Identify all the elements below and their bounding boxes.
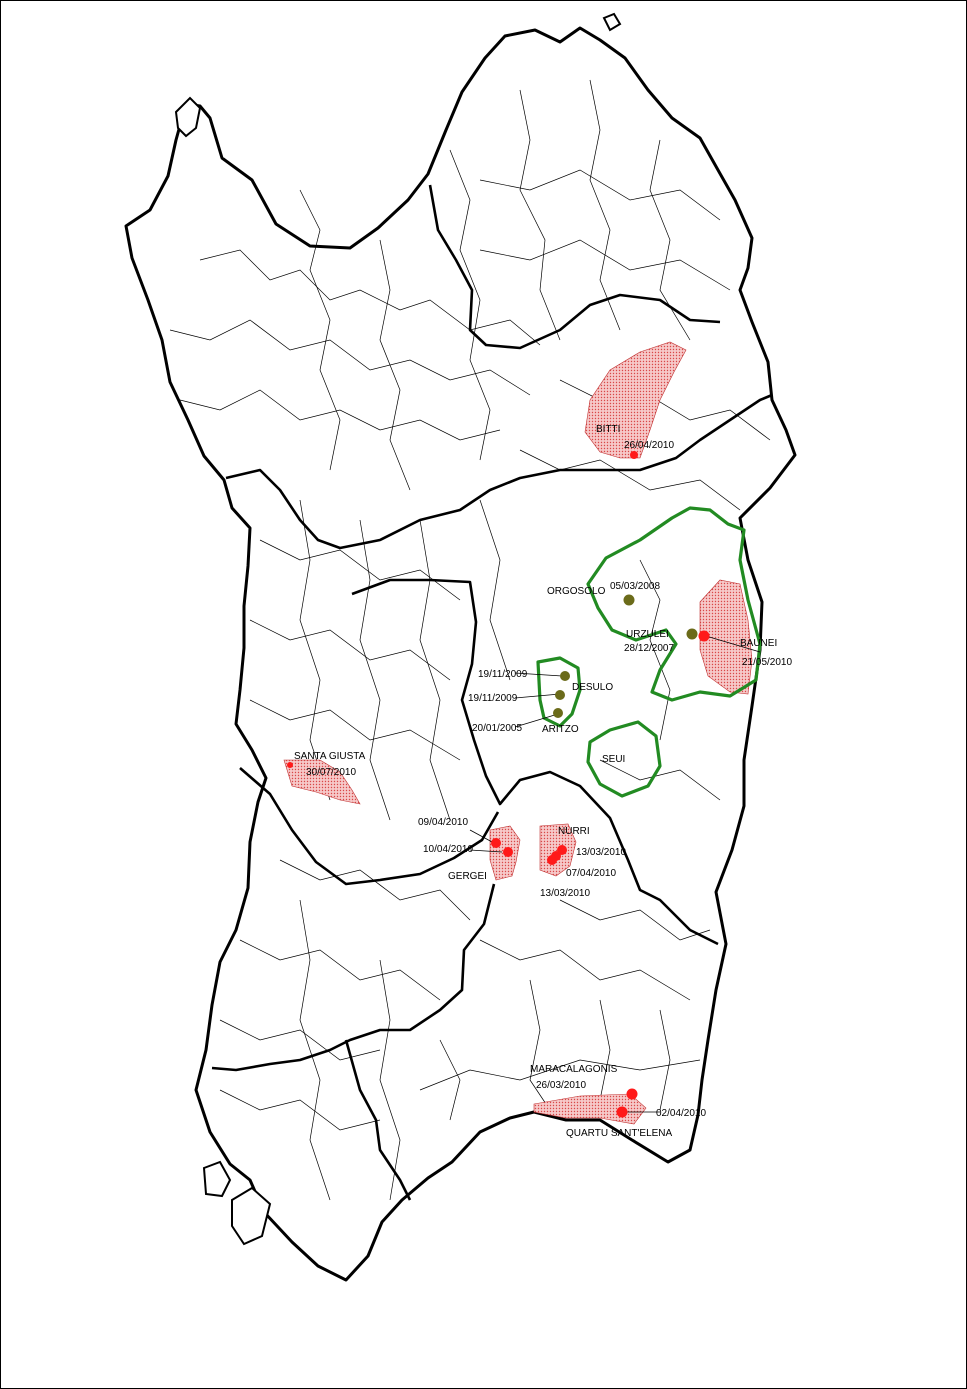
marker-desulo-1 <box>560 671 570 681</box>
label-baunei: BAUNEI <box>740 638 777 649</box>
province-boundaries <box>211 184 773 1201</box>
date-baunei: 21/05/2010 <box>742 657 792 668</box>
date-urzulei: 28/12/2007 <box>624 643 674 654</box>
date-nurri-3: 13/03/2010 <box>540 888 590 899</box>
label-bitti: BITTI <box>596 424 620 435</box>
islet-san-pietro <box>202 1160 232 1198</box>
marker-nurri-3 <box>547 855 557 865</box>
label-desulo: DESULO <box>572 682 613 693</box>
date-nurri-2: 07/04/2010 <box>566 868 616 879</box>
area-santa-giusta <box>283 759 361 805</box>
label-nurri: NURRI <box>558 826 590 837</box>
marker-gergei-1 <box>491 838 501 848</box>
date-orgosolo: 05/03/2008 <box>610 581 660 592</box>
label-maracalagonis: MARACALAGONIS <box>530 1064 618 1075</box>
date-maracalagonis: 26/03/2010 <box>536 1080 586 1091</box>
leader-lines <box>469 635 761 1113</box>
date-aritzo: 20/01/2005 <box>472 723 522 734</box>
marker-desulo-2 <box>555 690 565 700</box>
area-baunei <box>699 579 753 695</box>
label-gergei: GERGEI <box>448 871 487 882</box>
islet-sant-antioco <box>231 1186 272 1246</box>
affected-areas <box>283 341 753 1125</box>
date-bitti: 26/04/2010 <box>624 440 674 451</box>
date-labels: 26/04/2010 05/03/2008 28/12/2007 21/05/2… <box>306 440 792 1119</box>
outbreak-markers <box>287 451 710 1118</box>
label-santa-giusta: SANTA GIUSTA <box>294 751 366 762</box>
surveillance-zones <box>536 506 762 798</box>
marker-aritzo <box>553 708 563 718</box>
marker-santa-giusta <box>287 762 293 768</box>
zone-orgosolo-urzulei-baunei <box>586 506 762 702</box>
label-quartu: QUARTU SANT'ELENA <box>566 1128 673 1139</box>
zone-desulo-aritzo <box>536 656 582 728</box>
marker-quartu <box>616 1106 628 1118</box>
islet-asinara <box>174 96 202 138</box>
label-urzulei: URZULEI <box>626 629 669 640</box>
islet-north-east <box>602 12 622 32</box>
marker-bitti <box>630 451 638 459</box>
marker-maracalagonis <box>626 1088 638 1100</box>
marker-gergei-2 <box>503 847 513 857</box>
area-maracalagonis <box>533 1093 647 1125</box>
date-gergei-2: 10/04/2010 <box>423 844 473 855</box>
zone-seui <box>586 720 662 798</box>
date-desulo-1: 19/11/2009 <box>478 669 528 680</box>
date-santa-giusta: 30/07/2010 <box>306 767 356 778</box>
label-aritzo: ARITZO <box>542 724 579 735</box>
date-gergei-1: 09/04/2010 <box>418 817 468 828</box>
marker-urzulei <box>686 628 698 640</box>
date-quartu: 02/04/2010 <box>656 1108 706 1119</box>
label-orgosolo: ORGOSOLO <box>547 586 606 597</box>
area-bitti <box>584 341 687 459</box>
date-nurri-1: 13/03/2010 <box>576 847 626 858</box>
island-outline <box>124 26 797 1282</box>
marker-orgosolo <box>623 594 635 606</box>
marker-baunei <box>698 630 710 642</box>
place-labels: BITTI ORGOSOLO URZULEI BAUNEI DESULO ARI… <box>294 424 777 1139</box>
date-desulo-2: 19/11/2009 <box>468 693 518 704</box>
label-seui: SEUI <box>602 754 625 765</box>
